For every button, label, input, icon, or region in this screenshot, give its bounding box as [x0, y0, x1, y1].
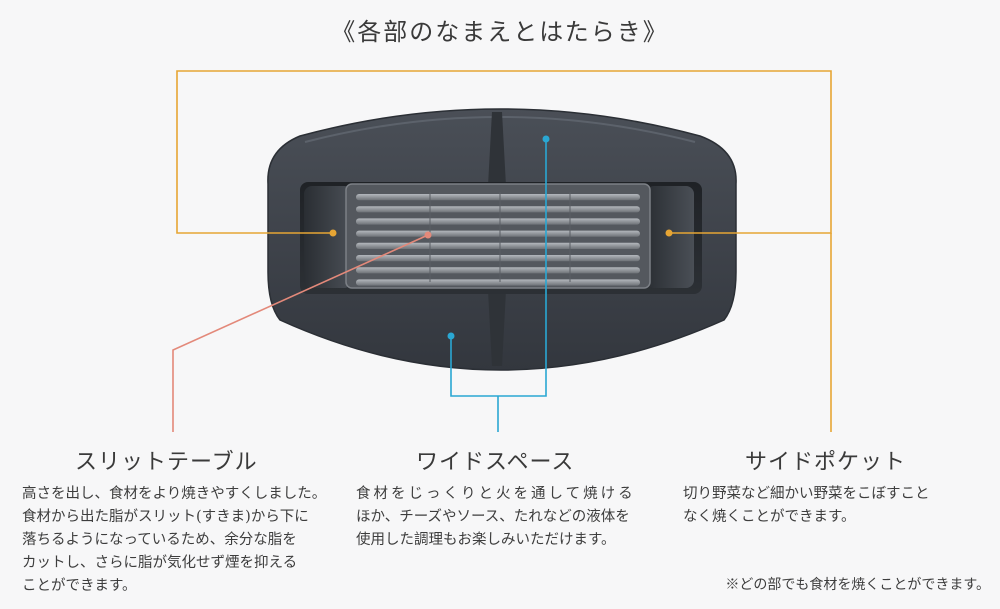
description-line: 高さを出し、食材をより焼きやすくしました。 — [22, 486, 327, 502]
description-line: 食材をじっくりと火を通して焼ける — [356, 486, 636, 502]
slit-table-marker — [424, 231, 432, 239]
right-side-pocket — [646, 186, 694, 288]
left-pocket-marker — [329, 229, 337, 237]
wide-space-heading: ワイドスペース — [416, 450, 575, 475]
slit-bar — [356, 279, 640, 286]
slit-bar — [356, 242, 640, 249]
slit-bar — [356, 218, 640, 225]
side-pocket-description: 切り野菜など細かい野菜をこぼすこと なく焼くことができます。 — [683, 483, 930, 529]
description-line: ことができます。 — [22, 578, 137, 594]
page-title: 《各部のなまえとはたらき》 — [331, 18, 669, 46]
wide-space-description: 食材をじっくりと火を通して焼ける ほか、チーズやソース、たれなどの液体を 使用し… — [356, 483, 636, 552]
description-line: 食材から出た脂がスリット(すきま)から下に — [22, 509, 309, 525]
slit-bar — [356, 230, 640, 237]
side-pocket-callout-line — [176, 70, 832, 234]
slit-table-description: 高さを出し、食材をより焼きやすくしました。 食材から出た脂がスリット(すきま)か… — [22, 483, 326, 598]
bottom-fin — [488, 290, 506, 366]
description-line: カットし、さらに脂が気化せず煙を抑える — [22, 555, 298, 571]
slit-bar — [356, 194, 640, 201]
slit-table-heading: スリットテーブル — [75, 450, 258, 475]
top-fin — [488, 112, 506, 186]
footnote: ※どの部でも食材を焼くことができます。 — [725, 577, 990, 593]
slit-bar — [356, 255, 640, 262]
slit-bars — [356, 192, 640, 286]
slit-table-callout-line — [172, 234, 429, 432]
wide-space-marker-top — [542, 135, 550, 143]
description-line: ほか、チーズやソース、たれなどの液体を — [356, 509, 630, 525]
description-line: 切り野菜など細かい野菜をこぼすこと — [683, 486, 930, 502]
slit-bar — [356, 267, 640, 274]
wide-space-marker-bottom — [447, 332, 455, 340]
right-pocket-marker — [665, 229, 673, 237]
description-line: なく焼くことができます。 — [683, 509, 856, 525]
side-pocket-heading: サイドポケット — [745, 450, 907, 475]
description-line: 使用した調理もお楽しみいただけます。 — [356, 532, 616, 548]
description-line: 落ちるようになっているため、余分な脂を — [22, 532, 297, 548]
slit-bar — [356, 206, 640, 213]
left-side-pocket — [304, 186, 352, 288]
